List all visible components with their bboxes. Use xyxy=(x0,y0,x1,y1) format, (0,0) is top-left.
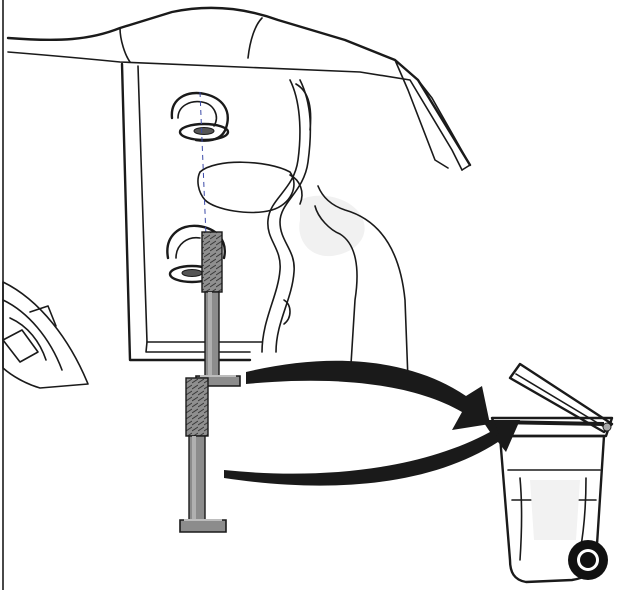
removal-arrow xyxy=(224,361,520,486)
upper-mount xyxy=(172,93,228,141)
tire xyxy=(3,282,88,388)
bolt-icon xyxy=(196,232,240,386)
frame-outline xyxy=(3,0,470,590)
bolt-icon xyxy=(180,378,226,532)
trash-can-icon xyxy=(492,364,612,582)
